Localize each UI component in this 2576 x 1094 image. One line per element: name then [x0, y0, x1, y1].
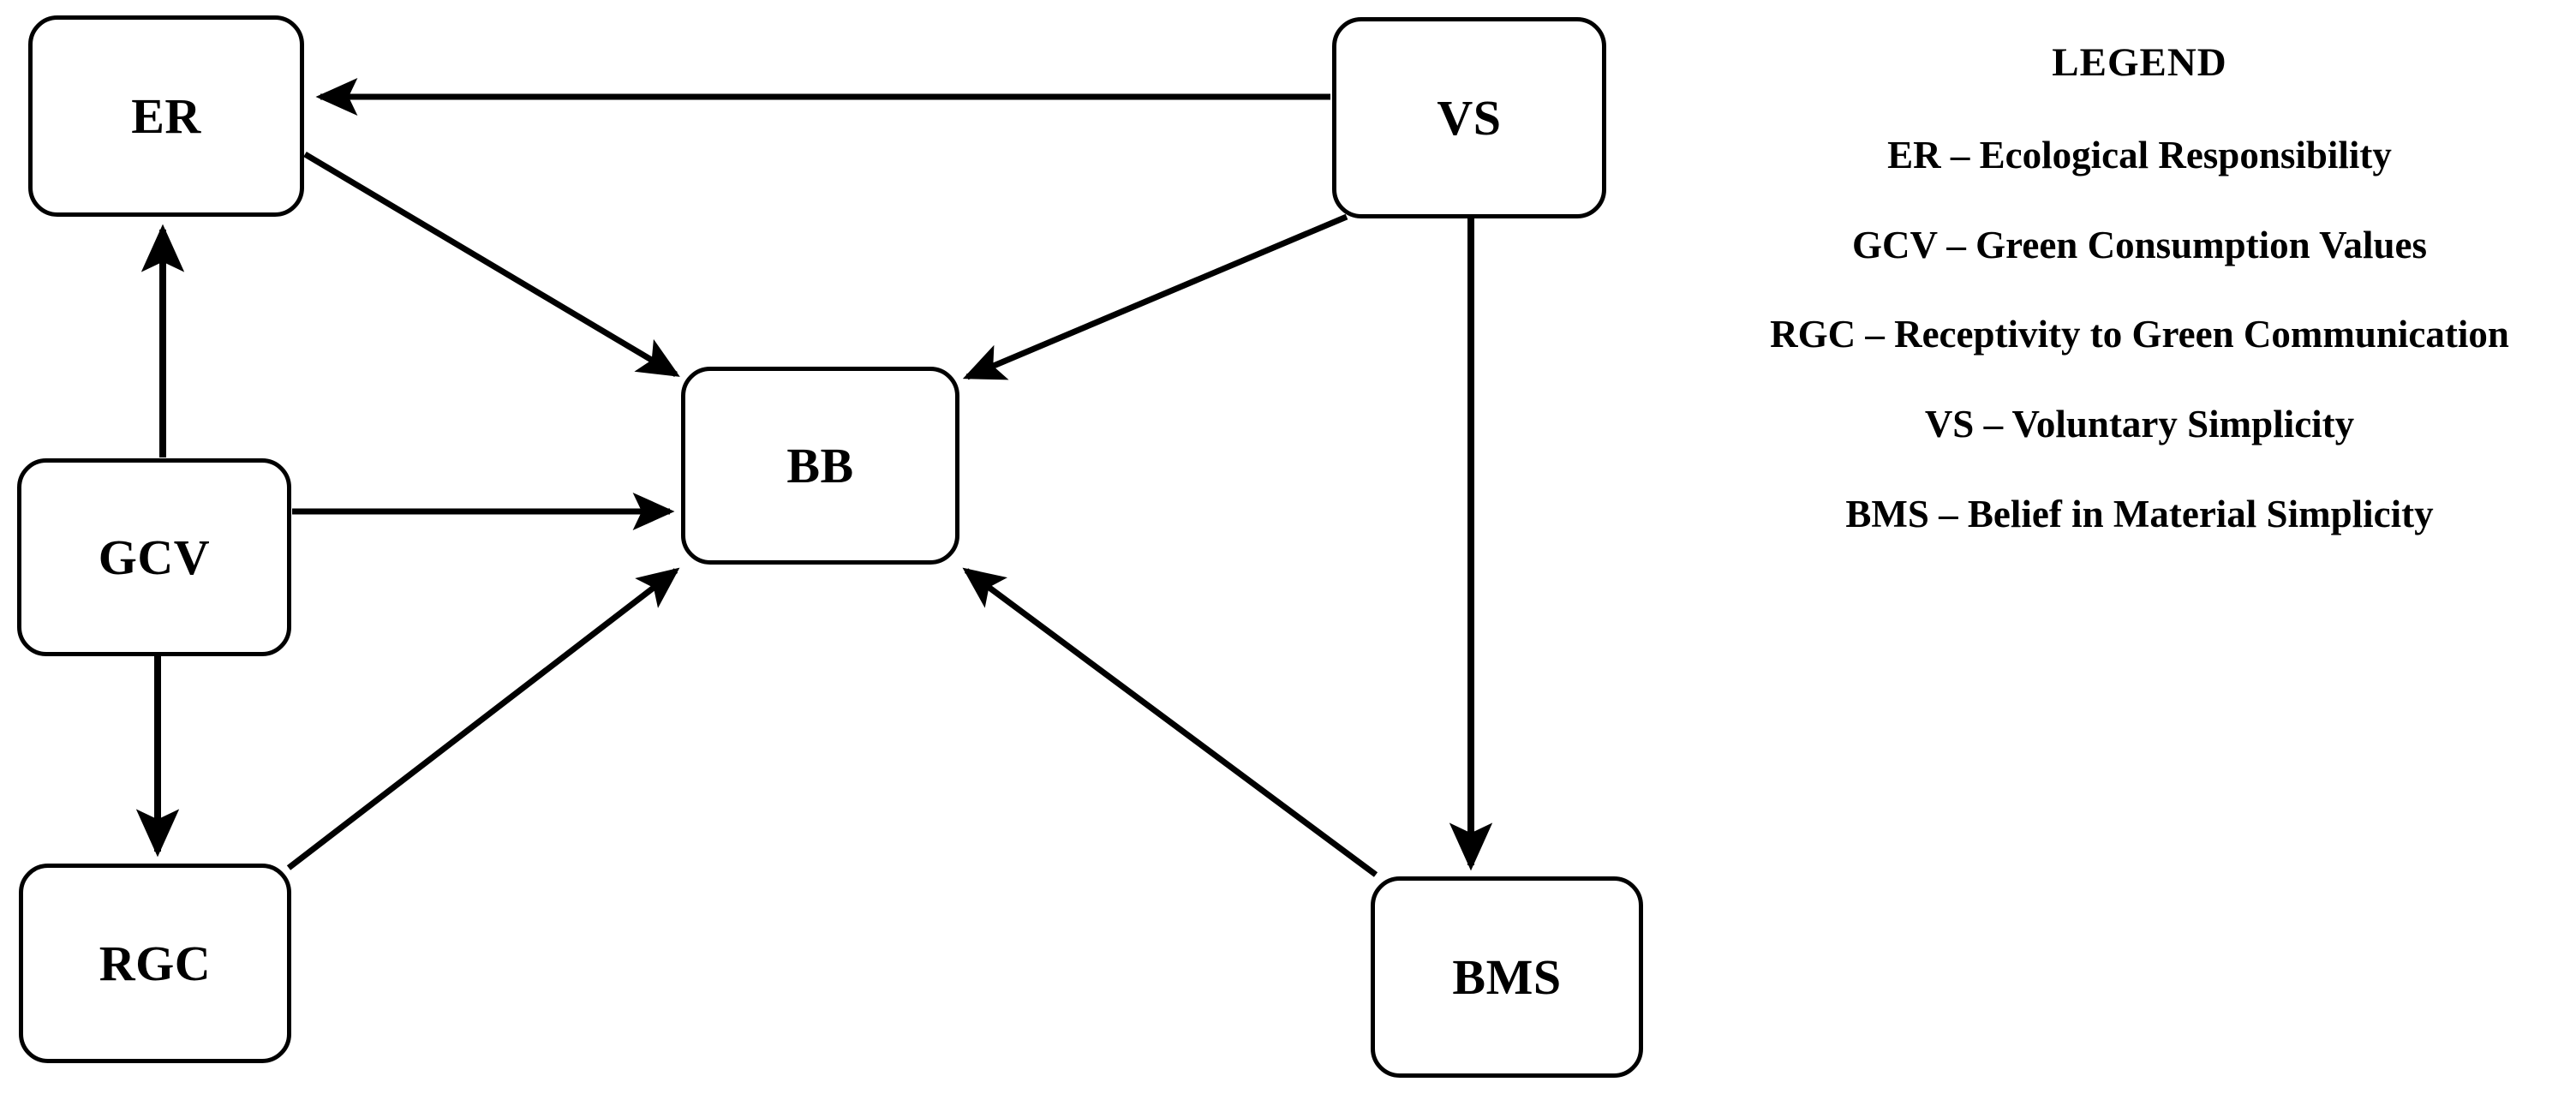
legend-entry-rgc: RGC – Receptivity to Green Communication: [1770, 313, 2509, 356]
edge-er-to-bb: [303, 151, 680, 378]
edge-bms-to-bb: [962, 567, 1378, 877]
legend-entry-gcv: GCV – Green Consumption Values: [1852, 223, 2427, 266]
node-rgc[interactable]: RGC: [19, 864, 291, 1063]
edge-layer: [135, 77, 1493, 877]
node-gcv[interactable]: GCV: [17, 458, 291, 656]
node-vs-label: VS: [1437, 89, 1502, 146]
node-bb[interactable]: BB: [681, 367, 959, 565]
edge-vs-to-bb: [962, 213, 1348, 380]
node-bms[interactable]: BMS: [1371, 876, 1643, 1078]
node-rgc-label: RGC: [99, 935, 212, 991]
node-er-label: ER: [131, 87, 201, 144]
legend-entry-bms: BMS – Belief in Material Simplicity: [1845, 493, 2434, 536]
legend-entry-vs: VS – Voluntary Simplicity: [1924, 403, 2355, 446]
node-vs[interactable]: VS: [1332, 17, 1606, 218]
node-er[interactable]: ER: [28, 15, 304, 217]
legend-entry-er: ER – Ecological Responsibility: [1887, 133, 2392, 176]
node-bms-label: BMS: [1452, 948, 1562, 1005]
diagram-area: ER GCV RGC BB VS BMS: [17, 15, 1643, 1078]
node-gcv-label: GCV: [98, 529, 211, 585]
node-bb-label: BB: [786, 437, 854, 493]
legend-title: LEGEND: [2052, 40, 2227, 85]
legend: LEGEND ER – Ecological Responsibility GC…: [1730, 26, 2549, 538]
edge-rgc-to-bb: [286, 567, 680, 870]
